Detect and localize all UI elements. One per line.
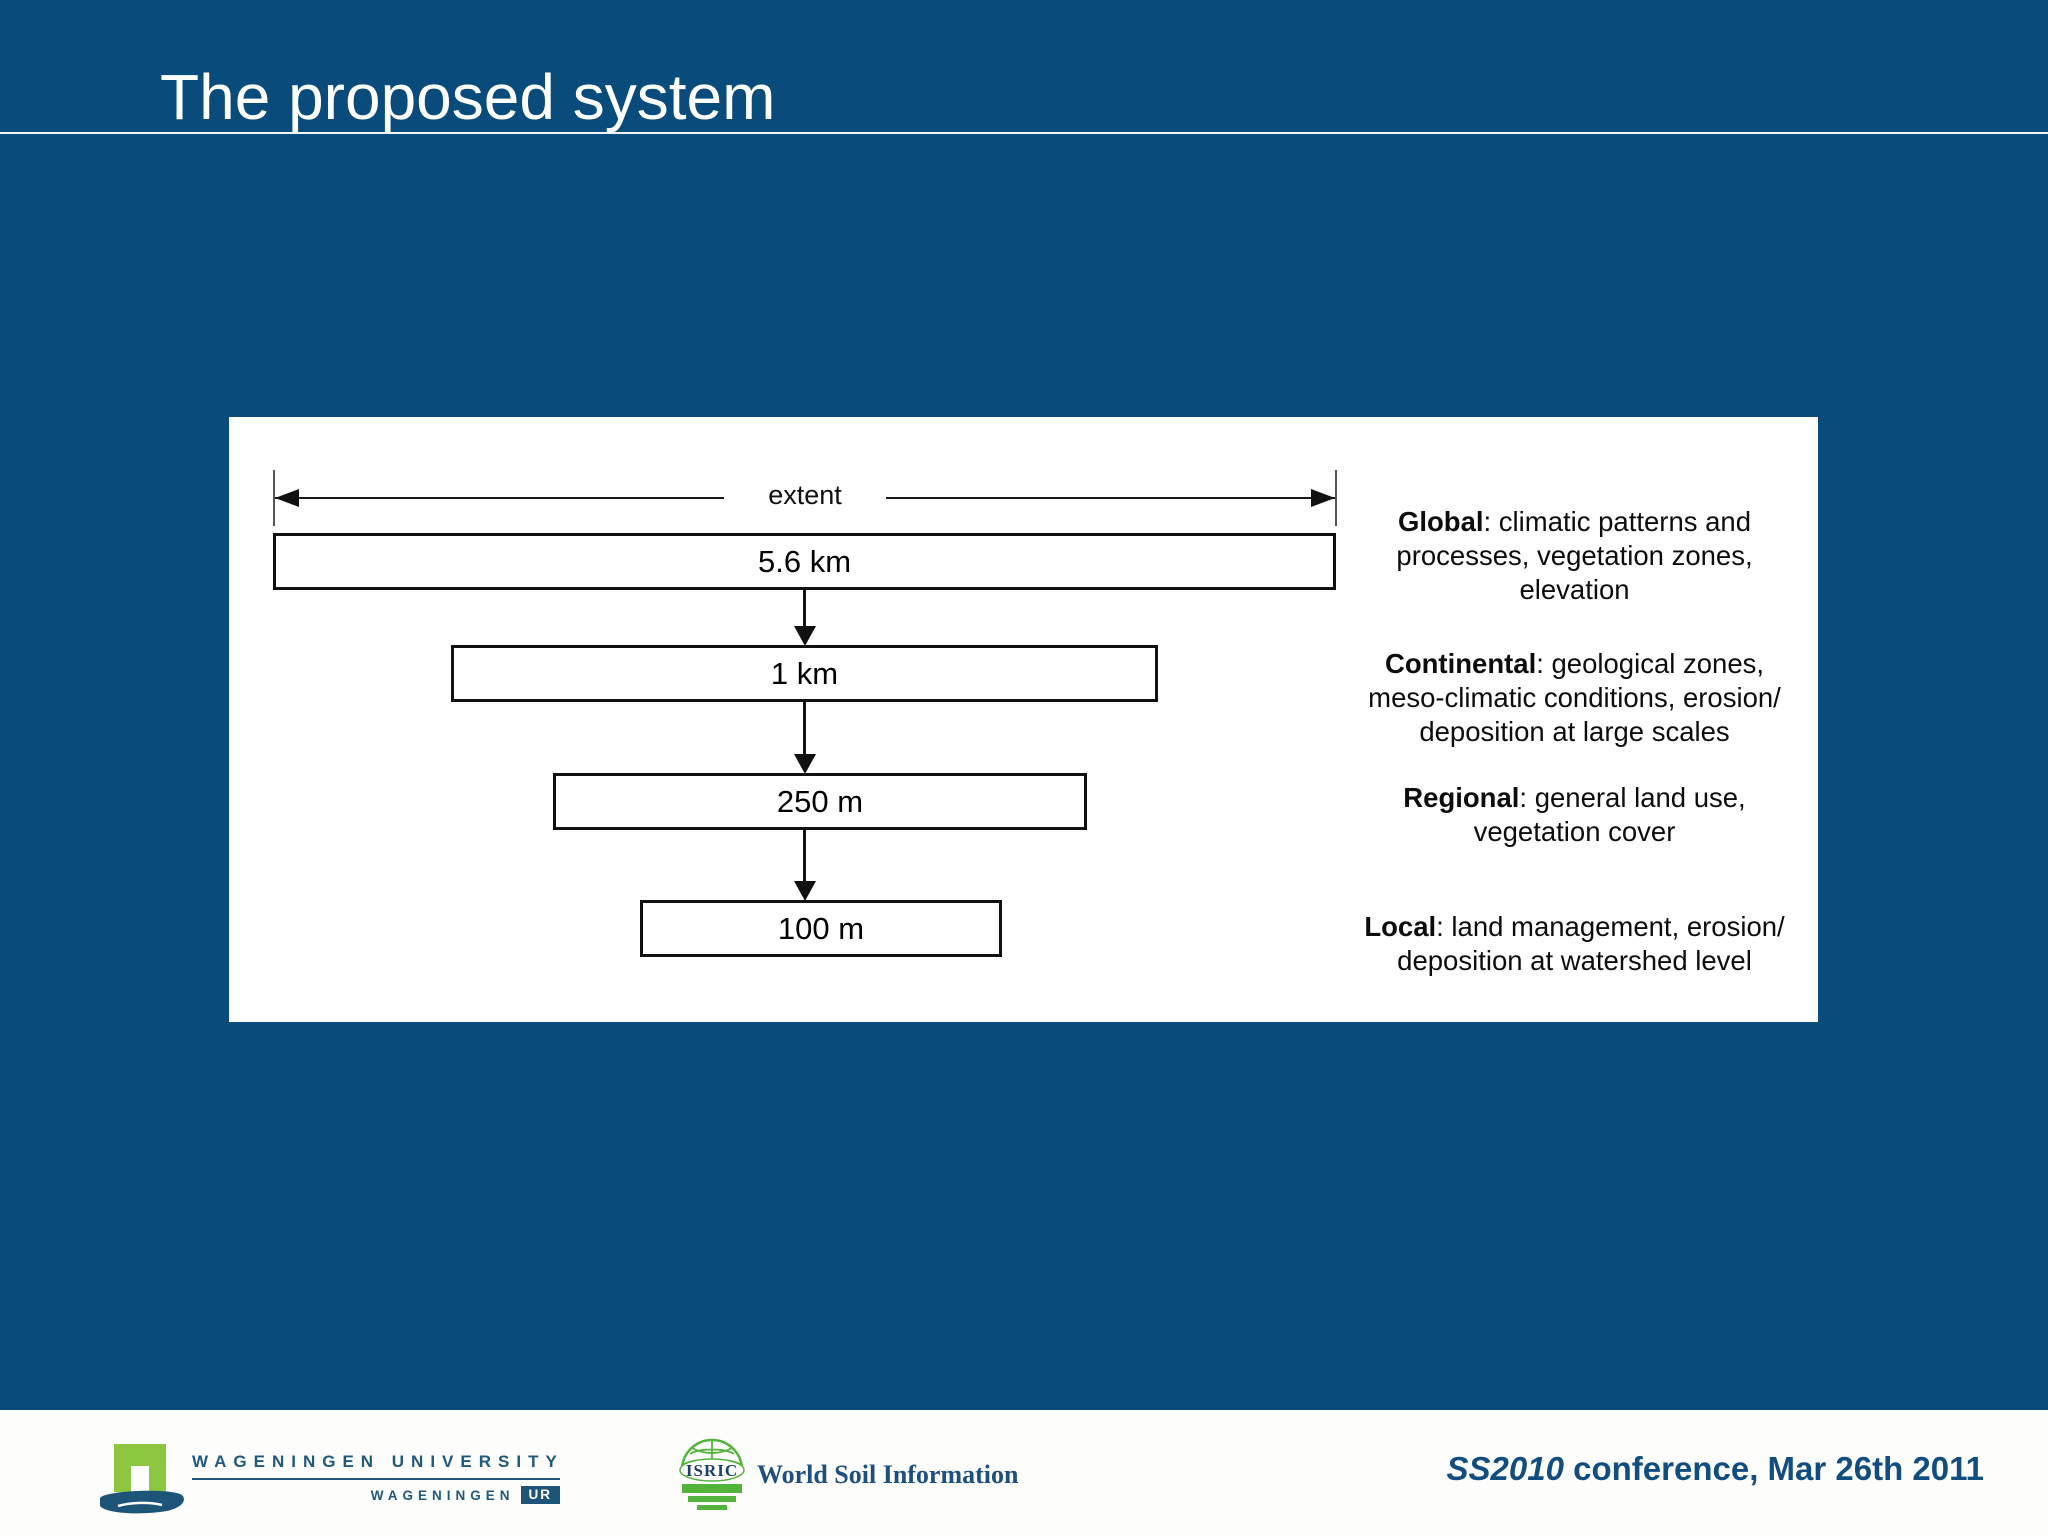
footer-bar: WAGENINGEN UNIVERSITY WAGENINGEN UR ISRI… xyxy=(0,1410,2048,1536)
scale-box-label: 100 m xyxy=(777,910,865,946)
conference-label: SS2010 conference, Mar 26th 2011 xyxy=(1447,1450,1984,1488)
wageningen-underline xyxy=(192,1478,560,1480)
isric-globe-icon: ISRIC xyxy=(679,1438,745,1510)
scale-box-label: 5.6 km xyxy=(757,543,852,579)
description-regional: Regional: general land use, vegetation c… xyxy=(1347,781,1802,849)
scale-box-5-6km: 5.6 km xyxy=(273,533,1336,590)
description-term: Global xyxy=(1397,506,1484,537)
scale-box-label: 1 km xyxy=(770,655,839,691)
down-arrow-icon xyxy=(794,754,816,774)
description-term: Local xyxy=(1364,911,1437,942)
header-divider xyxy=(0,132,2048,134)
wageningen-ur-row: WAGENINGEN UR xyxy=(192,1486,560,1504)
description-text: : geological zones, meso-climatic condit… xyxy=(1368,648,1781,747)
conference-prefix: SS2010 xyxy=(1446,1450,1564,1487)
wageningen-university-label: WAGENINGEN UNIVERSITY xyxy=(192,1452,564,1471)
description-text: : general land use, vegetation cover xyxy=(1473,782,1746,847)
scale-box-label: 250 m xyxy=(776,783,864,819)
ur-badge: UR xyxy=(520,1486,560,1504)
wageningen-label: WAGENINGEN xyxy=(370,1487,515,1503)
page-title: The proposed system xyxy=(160,61,776,133)
svg-text:ISRIC: ISRIC xyxy=(686,1461,738,1480)
description-term: Continental xyxy=(1384,648,1537,679)
description-global: Global: climatic patterns and processes,… xyxy=(1347,505,1802,607)
down-arrow-icon xyxy=(794,626,816,646)
conference-rest: conference, Mar 26th 2011 xyxy=(1563,1450,1984,1487)
down-arrow-stem xyxy=(803,830,806,884)
content-panel: extent 5.6 km 1 km 250 m 100 m Global: c… xyxy=(229,417,1818,1022)
wageningen-wordmark: WAGENINGEN UNIVERSITY WAGENINGEN UR xyxy=(192,1452,560,1504)
extent-tick-left xyxy=(273,470,275,526)
down-arrow-icon xyxy=(794,881,816,901)
extent-arrowhead-right-icon xyxy=(1311,489,1335,507)
extent-label: extent xyxy=(724,480,886,511)
extent-tick-right xyxy=(1335,470,1337,526)
description-continental: Continental: geological zones, meso-clim… xyxy=(1347,647,1802,749)
down-arrow-stem xyxy=(803,590,806,630)
isric-name-label: World Soil Information xyxy=(757,1460,1019,1489)
extent-arrowhead-left-icon xyxy=(275,489,299,507)
scale-box-1km: 1 km xyxy=(451,645,1158,702)
description-text: : climatic patterns and processes, veget… xyxy=(1396,506,1753,605)
description-term: Regional xyxy=(1403,782,1520,813)
description-local: Local: land management, erosion/ deposit… xyxy=(1347,910,1802,978)
scale-box-250m: 250 m xyxy=(553,773,1087,830)
scale-box-100m: 100 m xyxy=(640,900,1002,957)
wageningen-logo-icon xyxy=(100,1444,184,1514)
down-arrow-stem xyxy=(803,702,806,757)
description-text: : land management, erosion/ deposition a… xyxy=(1397,911,1785,976)
